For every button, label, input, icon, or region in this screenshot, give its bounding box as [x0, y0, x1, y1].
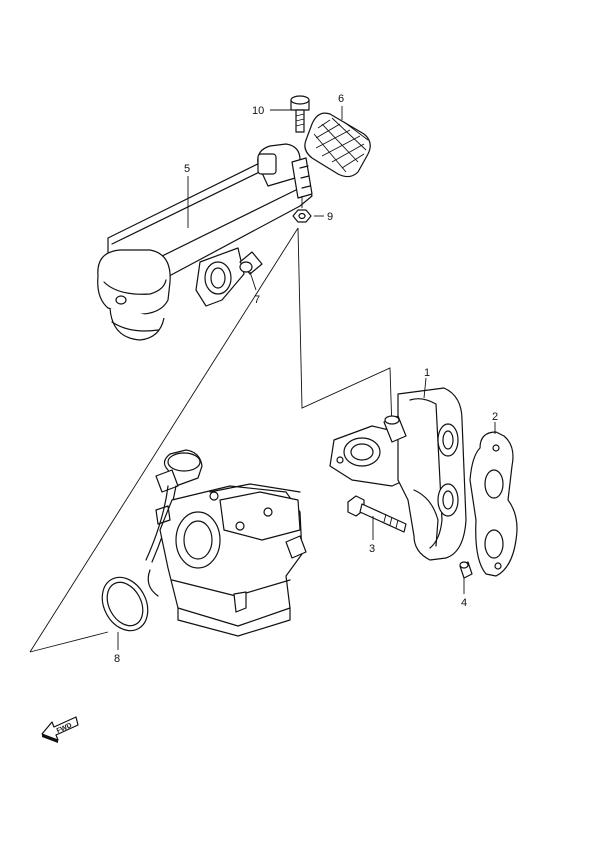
callout-6: 6: [338, 93, 344, 105]
part-9-nut: [292, 196, 312, 223]
carburetor-assembly: [145, 449, 307, 637]
callout-8: 8: [114, 653, 120, 665]
part-7-dowel-pin: [239, 251, 263, 275]
callout-9: 9: [327, 211, 333, 223]
part-5-intake-tube: [97, 143, 313, 341]
callout-10: 10: [252, 105, 264, 117]
part-6-mesh-screen: [304, 112, 371, 178]
part-10-bolt: [290, 95, 310, 133]
callout-leaders: [117, 106, 496, 650]
fwd-label: FWD: [56, 722, 73, 735]
callout-1: 1: [424, 367, 430, 379]
callout-3: 3: [369, 543, 375, 555]
part-2-gasket: [469, 431, 518, 577]
fwd-arrow-icon: FWD: [41, 716, 79, 743]
callout-2: 2: [492, 411, 498, 423]
callout-5: 5: [184, 163, 190, 175]
callout-7: 7: [254, 294, 260, 306]
part-3-long-bolt: [347, 495, 407, 533]
callout-4: 4: [461, 597, 467, 609]
assembly-guide-lines: [29, 227, 393, 653]
part-1-intake-manifold: [329, 387, 467, 561]
part-8-o-ring: [101, 576, 149, 632]
part-4-dowel-pin: [459, 561, 473, 579]
callout-labels: 1 2 3 4 5 6 7 8 9 10: [114, 93, 498, 665]
